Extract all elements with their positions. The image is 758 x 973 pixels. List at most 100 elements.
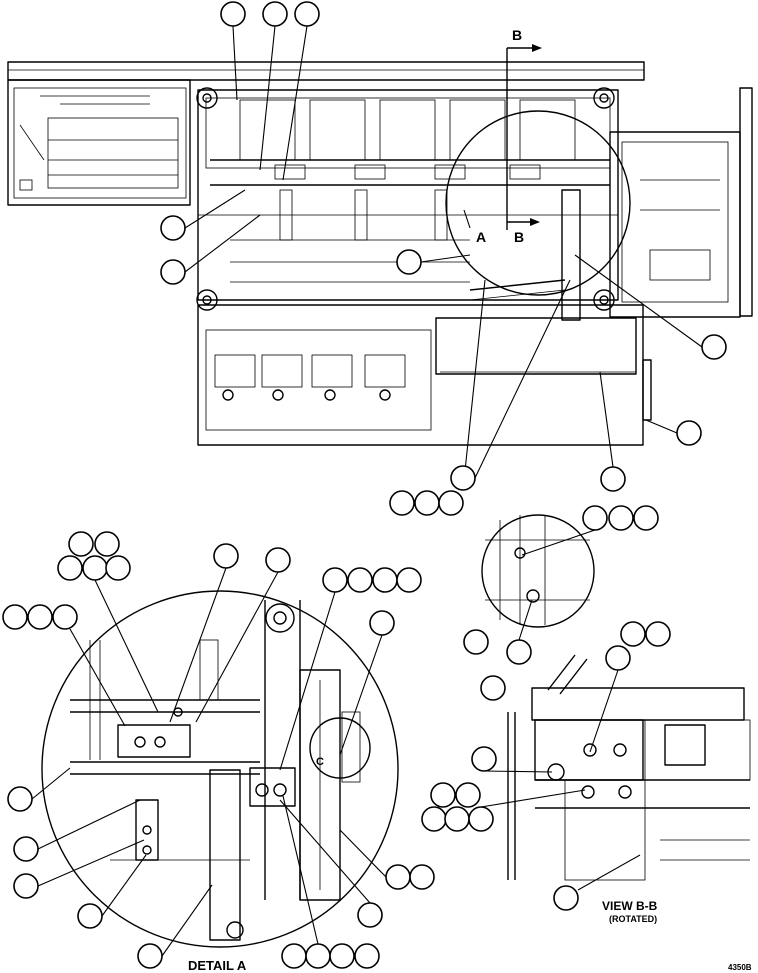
callout-balloon-1 [220, 1, 246, 27]
detail-mark: A [476, 229, 486, 245]
callout-balloon-31 [369, 610, 395, 636]
callout-balloon-3 [294, 1, 320, 27]
callout-balloon-45 [13, 836, 39, 862]
callout-balloon-50 [409, 864, 435, 890]
detail-a-title: DETAIL A [188, 958, 247, 973]
callout-balloon-29 [27, 604, 53, 630]
leader-line-28 [339, 829, 387, 878]
callout-balloon-34 [480, 675, 506, 701]
callout-balloon-26 [372, 567, 398, 593]
callout-balloon-49 [385, 864, 411, 890]
leader-line-31 [577, 854, 641, 891]
callout-balloon-41 [421, 806, 447, 832]
main-assembly-view [7, 44, 753, 446]
leader-line-30 [282, 795, 319, 945]
view-subtitle: (ROTATED) [609, 914, 657, 924]
callout-balloon-38 [471, 746, 497, 772]
callout-balloon-7 [701, 334, 727, 360]
callout-balloon-32 [463, 629, 489, 655]
callout-balloon-51 [357, 902, 383, 928]
callout-balloon-30 [52, 604, 78, 630]
leader-line-5 [184, 214, 261, 273]
callout-balloon-44 [7, 786, 33, 812]
callout-balloon-35 [620, 621, 646, 647]
leader-line-6 [420, 254, 471, 263]
callout-balloon-21 [105, 555, 131, 581]
callout-balloon-48 [137, 943, 163, 969]
callout-balloon-55 [354, 943, 380, 969]
callout-balloon-10 [414, 490, 440, 516]
callout-balloon-25 [347, 567, 373, 593]
view-title: VIEW B-B [602, 899, 658, 913]
leader-line-13 [518, 599, 533, 641]
leader-line-15 [169, 567, 227, 723]
callout-balloon-13 [600, 466, 626, 492]
callout-balloon-12 [450, 465, 476, 491]
callout-balloon-14 [582, 505, 608, 531]
callout-balloon-19 [57, 555, 83, 581]
leader-line-1 [232, 25, 238, 101]
leader-line-24 [37, 799, 141, 850]
leader-line-29 [279, 799, 371, 904]
leader-line-27 [161, 884, 213, 957]
callout-balloon-15 [608, 505, 634, 531]
callout-balloon-2 [262, 1, 288, 27]
leader-line-17 [279, 591, 336, 771]
callout-balloon-43 [468, 806, 494, 832]
leader-line-25 [37, 839, 145, 887]
leader-line-3 [282, 25, 308, 181]
callout-balloon-22 [213, 543, 239, 569]
callout-balloon-16 [633, 505, 659, 531]
callout-balloon-37 [605, 645, 631, 671]
leader-line-19 [69, 628, 126, 727]
detail-c-mark: C [316, 756, 324, 768]
section-mark-mid: B [514, 229, 524, 245]
callout-balloon-24 [322, 567, 348, 593]
leader-line-7 [574, 254, 703, 348]
callout-balloon-9 [389, 490, 415, 516]
callout-balloon-54 [329, 943, 355, 969]
callout-balloon-17 [68, 531, 94, 557]
callout-balloon-4 [160, 215, 186, 241]
callout-balloon-18 [94, 531, 120, 557]
leader-line-9 [462, 279, 486, 491]
leader-line-16 [195, 571, 279, 723]
leader-line-23 [31, 767, 71, 800]
callout-balloon-20 [82, 555, 108, 581]
callout-balloon-6 [396, 249, 422, 275]
leader-lines [31, 25, 703, 957]
leader-line-4 [184, 189, 246, 229]
section-mark-top: B [512, 27, 522, 43]
leader-line-14 [94, 579, 159, 713]
detail-a-circle [445, 110, 631, 296]
view-b-b [481, 514, 751, 881]
callout-balloon-28 [2, 604, 28, 630]
callout-balloon-56 [553, 885, 579, 911]
leader-line-22 [589, 669, 619, 753]
callout-balloon-8 [676, 420, 702, 446]
callout-balloon-5 [160, 259, 186, 285]
callout-balloon-46 [13, 873, 39, 899]
detail-a-view [41, 590, 399, 948]
callout-balloon-39 [430, 782, 456, 808]
leader-line-8 [645, 419, 678, 434]
callout-balloon-33 [506, 639, 532, 665]
callout-balloon-23 [265, 547, 291, 573]
callout-balloon-11 [438, 490, 464, 516]
callout-balloon-42 [444, 806, 470, 832]
leader-line-20 [483, 770, 553, 773]
callout-balloon-36 [645, 621, 671, 647]
leader-line-10 [474, 279, 571, 479]
leader-line-12 [521, 529, 596, 556]
leader-line-18 [339, 634, 383, 756]
figure-number: 4350B [728, 963, 752, 972]
leader-line-2 [259, 25, 276, 171]
callout-balloon-53 [305, 943, 331, 969]
callout-balloons [2, 1, 727, 969]
leader-line-21 [480, 789, 586, 808]
leader-line-11 [599, 371, 614, 468]
callout-balloon-40 [455, 782, 481, 808]
callout-balloon-52 [281, 943, 307, 969]
callout-balloon-27 [396, 567, 422, 593]
